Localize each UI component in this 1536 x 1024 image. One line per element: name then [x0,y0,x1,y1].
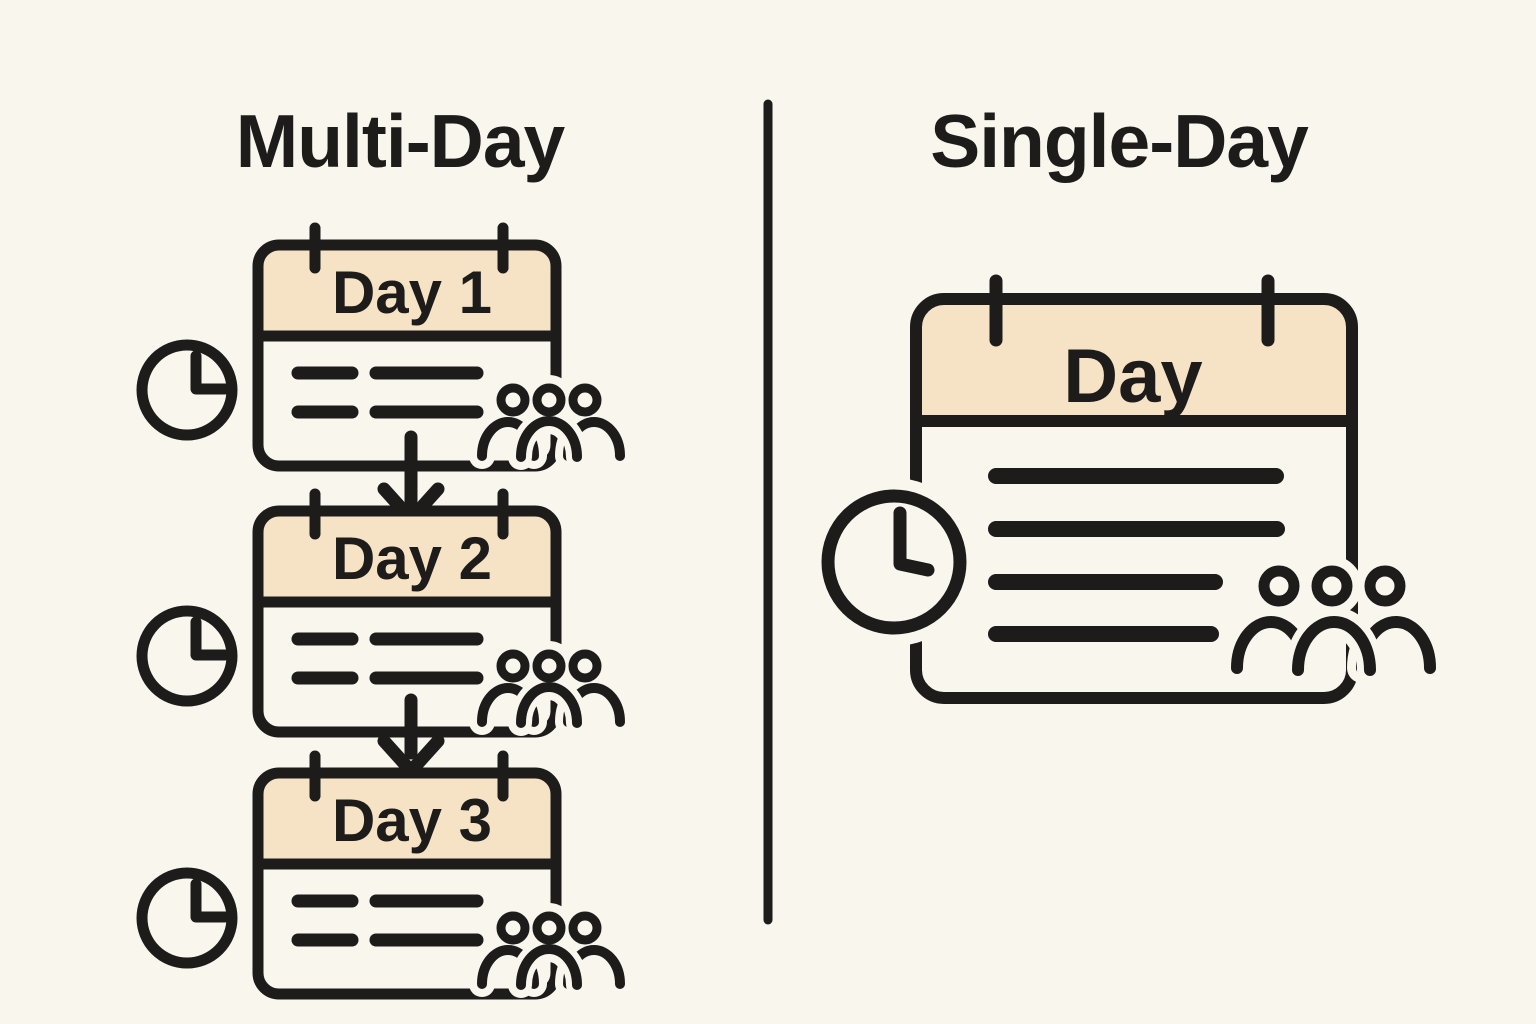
calendar-label: Day 2 [332,525,492,592]
calendar-day-1: Day 1 [142,228,620,466]
calendar-single-day: Day [810,274,1445,704]
single-day-panel: Single-Day [810,99,1445,704]
clock-icon [142,345,232,435]
calendar-label: Day 1 [332,259,492,326]
clock-icon [810,478,978,646]
calendar-day-2: Day 2 [142,494,620,732]
people-group-icon [1222,556,1445,685]
calendar-day-3: Day 3 [142,756,620,994]
calendar-label: Day [1063,334,1202,419]
single-day-title: Single-Day [930,99,1309,183]
multi-day-panel: Multi-Day Day 1 Day 2 [142,99,620,994]
multi-day-title: Multi-Day [236,99,566,183]
calendar-label: Day 3 [332,787,492,854]
clock-icon [142,873,232,963]
clock-icon [142,611,232,701]
